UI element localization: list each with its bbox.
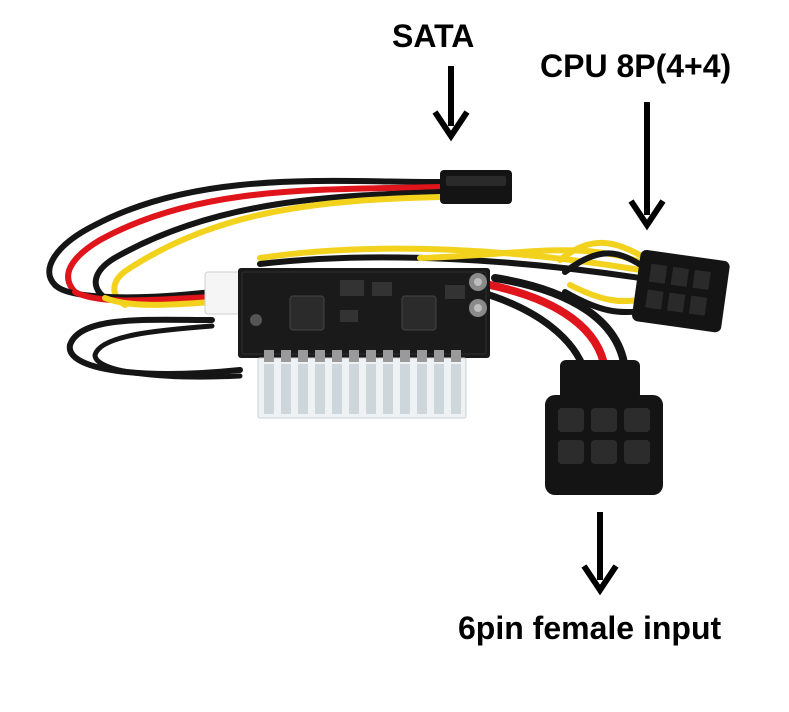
six-pin-female-connector xyxy=(545,360,663,495)
cpu-8p-label: CPU 8P(4+4) xyxy=(540,48,732,84)
sata-label: SATA xyxy=(392,18,475,54)
arrow-down-icon xyxy=(432,66,470,142)
sata-connector xyxy=(440,170,512,204)
arrow-down-icon xyxy=(628,102,666,231)
cpu-8p-connector xyxy=(632,249,730,333)
six-pin-input-label: 6pin female input xyxy=(458,610,722,646)
atx-pin-header xyxy=(257,350,467,419)
pcb-board xyxy=(204,268,490,358)
arrow-down-icon xyxy=(581,512,619,596)
